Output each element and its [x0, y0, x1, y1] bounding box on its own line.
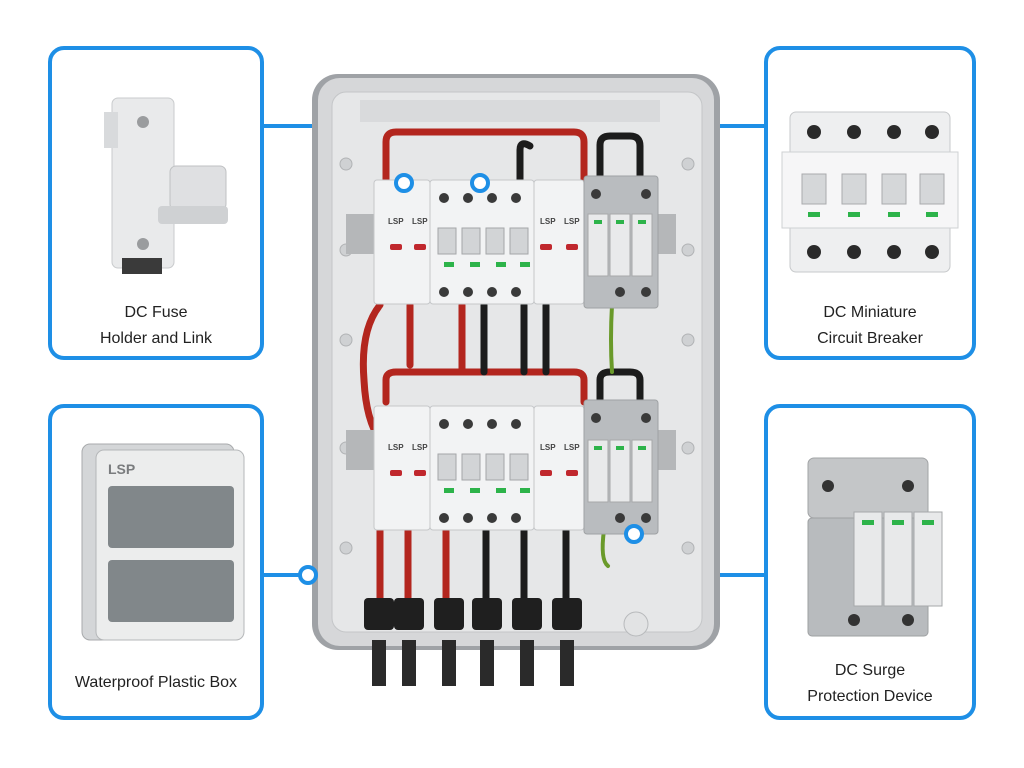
- callout-fuse-line1: DC Fuse: [124, 304, 188, 321]
- surge-protector-icon: [807, 457, 943, 637]
- callout-box-label: Waterproof Plastic Box: [52, 670, 260, 696]
- callout-fuse-card: DC Fuse Holder and Link: [48, 46, 264, 360]
- din-rails: [346, 214, 676, 470]
- callout-anchors: [298, 173, 644, 585]
- module-brand-text: LSP: [564, 443, 580, 452]
- module-row-lower: [373, 399, 659, 535]
- callout-fuse-line2: Holder and Link: [99, 330, 213, 347]
- connector-lines: [264, 124, 764, 577]
- callout-mcb-line1: DC Miniature: [823, 304, 917, 321]
- anchor-fuse: [394, 173, 414, 193]
- module-brand-text: LSP: [540, 217, 556, 226]
- callout-spd-label: DC Surge Protection Device: [768, 658, 972, 710]
- callout-box-line1: Waterproof Plastic Box: [74, 674, 238, 691]
- callout-box-card: LSP Waterproof Plastic Box: [48, 404, 264, 720]
- module-brand-text: LSP: [412, 443, 428, 452]
- module-brand-text: LSP: [540, 443, 556, 452]
- module-brand-text: LSP: [564, 217, 580, 226]
- callout-fuse-label: DC Fuse Holder and Link: [52, 300, 260, 352]
- module-brand-text: LSP: [388, 217, 404, 226]
- box-brand-text: LSP: [108, 461, 135, 477]
- enclosure: [312, 74, 720, 650]
- fuse-holder-icon: [104, 97, 228, 274]
- connector-mcb: [478, 124, 764, 183]
- plastic-box-icon: LSP: [81, 443, 245, 641]
- callout-mcb-line2: Circuit Breaker: [817, 330, 923, 347]
- callout-mcb-card: DC Miniature Circuit Breaker: [764, 46, 976, 360]
- cable-glands: [364, 598, 649, 686]
- module-brand-text: LSP: [412, 217, 428, 226]
- anchor-box: [298, 565, 318, 585]
- callout-spd-card: DC Surge Protection Device: [764, 404, 976, 720]
- callout-spd-line1: DC Surge: [834, 662, 906, 679]
- callout-mcb-label: DC Miniature Circuit Breaker: [768, 300, 972, 352]
- module-brand-text: LSP: [388, 443, 404, 452]
- anchor-spd: [624, 524, 644, 544]
- module-row-upper: [373, 175, 659, 309]
- callout-spd-line2: Protection Device: [807, 688, 933, 705]
- connector-spd: [632, 534, 764, 577]
- connector-fuse: [264, 124, 406, 183]
- circuit-breaker-icon: [781, 111, 959, 273]
- module-brand-labels: LSP LSP LSP LSP LSP LSP LSP LSP: [388, 217, 580, 452]
- cables: [359, 128, 644, 602]
- anchor-mcb: [470, 173, 490, 193]
